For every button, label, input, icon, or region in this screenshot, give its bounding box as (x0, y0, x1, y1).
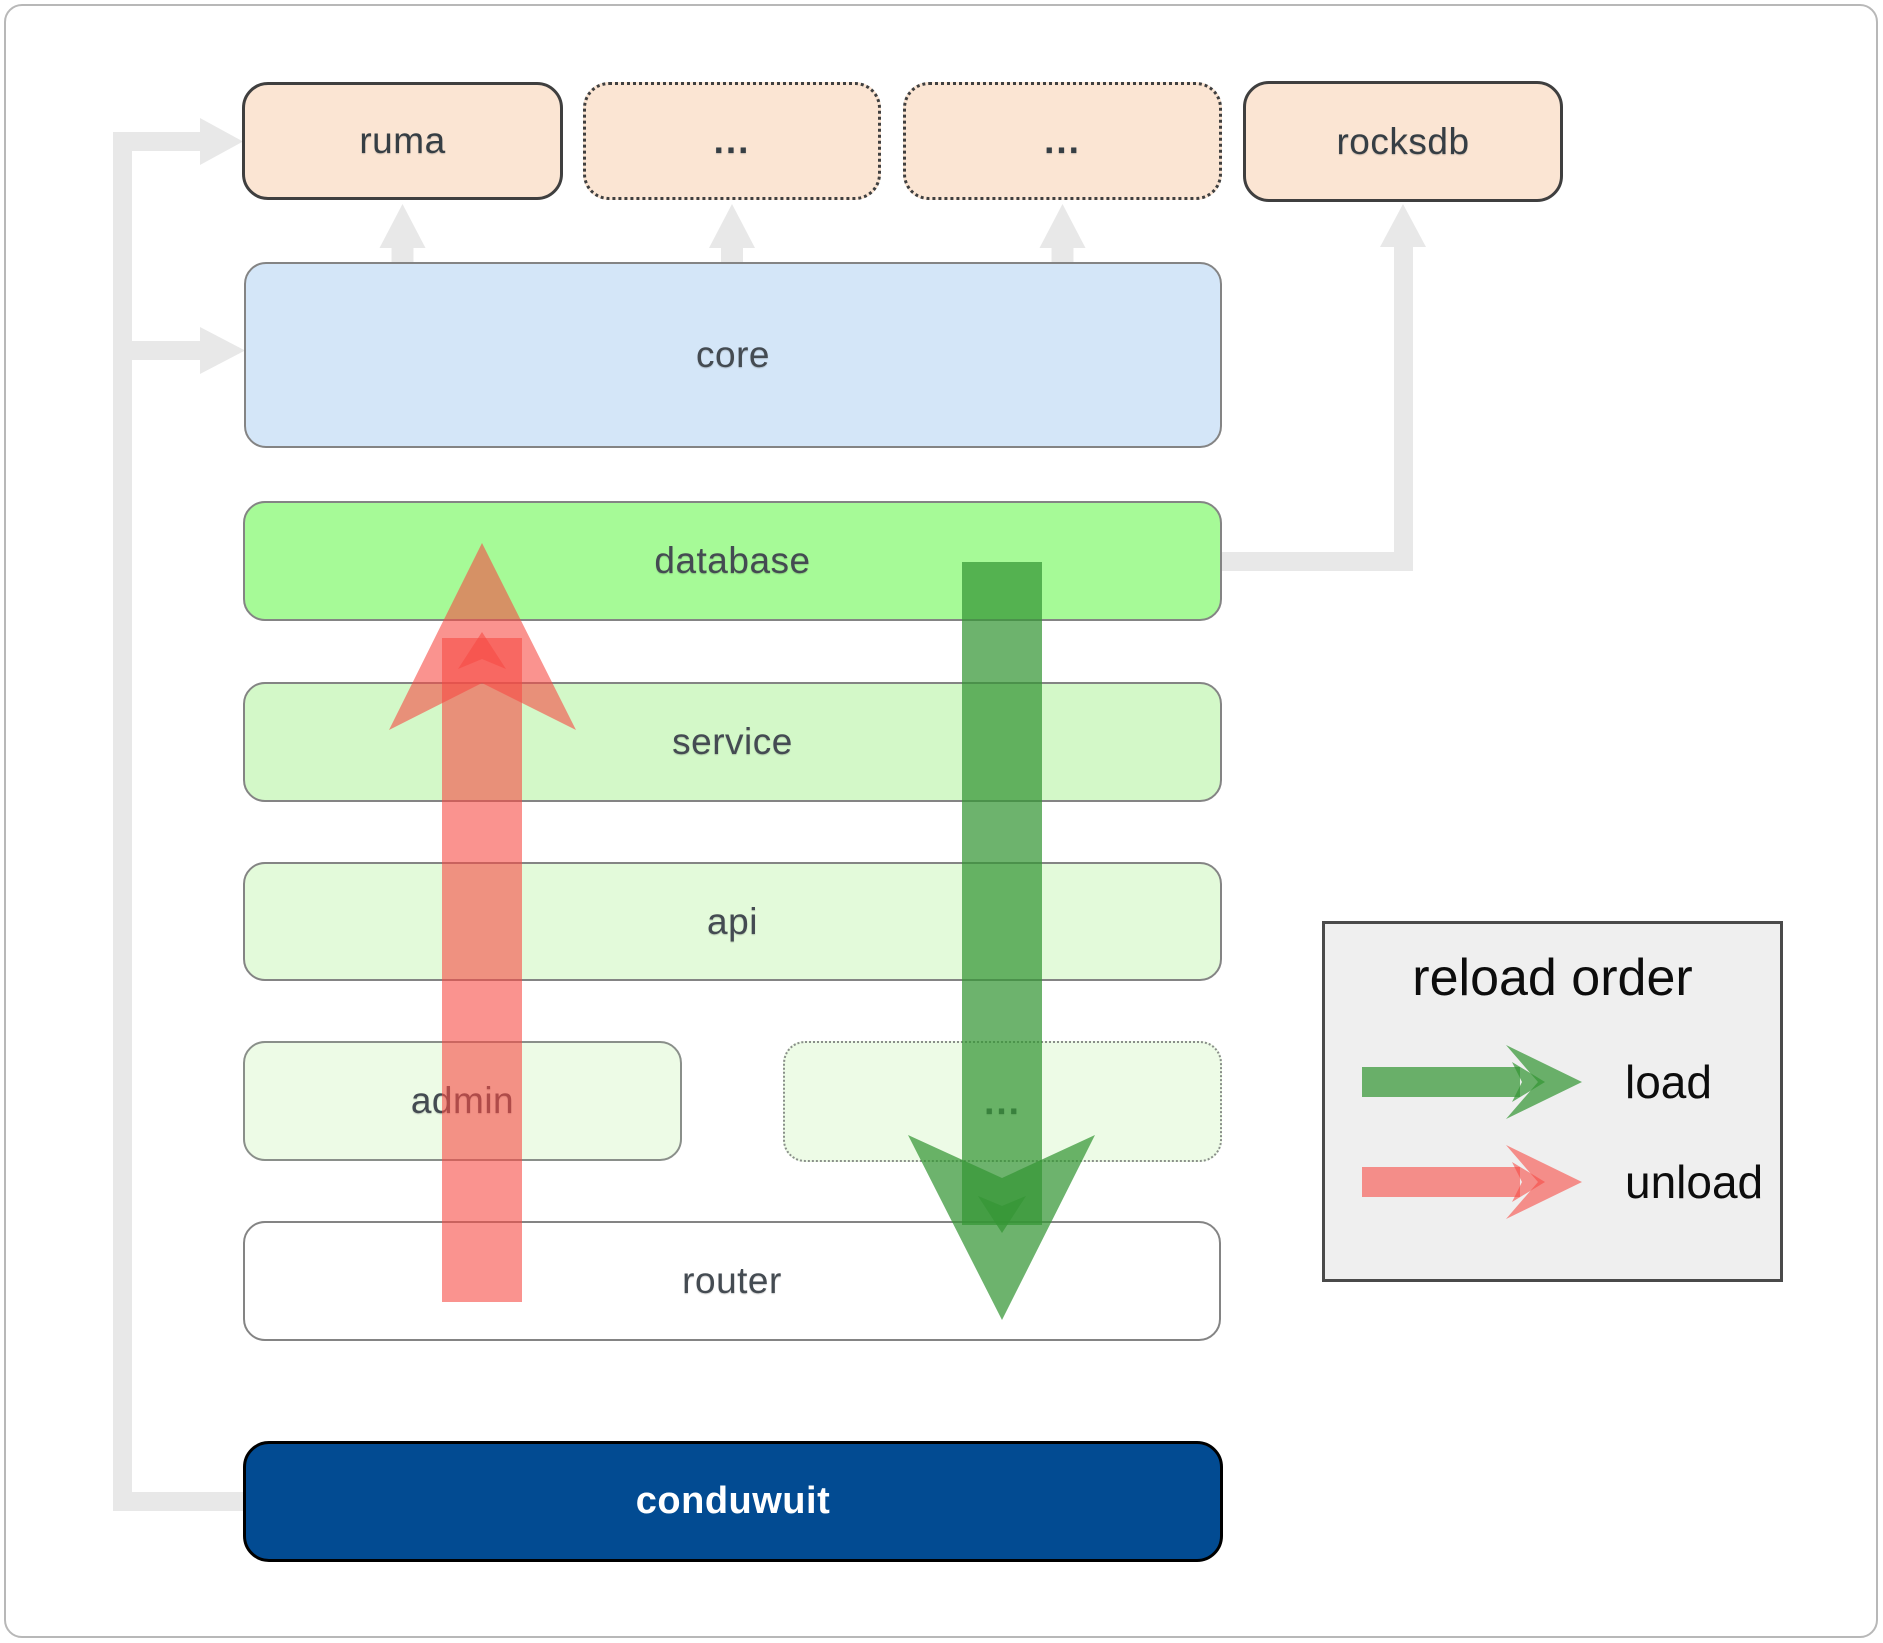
node-ellipsis-2-label: ... (1044, 120, 1081, 161)
node-core-label: core (696, 334, 770, 375)
node-database-label: database (654, 540, 811, 581)
node-rocksdb: rocksdb (1243, 81, 1563, 202)
node-router: router (243, 1221, 1221, 1341)
node-ellipsis-3: ... (783, 1041, 1222, 1162)
diagram-border (4, 4, 1878, 1638)
node-ruma: ruma (242, 82, 563, 200)
node-ellipsis-1: ... (583, 82, 881, 200)
node-ruma-label: ruma (359, 120, 446, 161)
node-api-label: api (707, 900, 758, 942)
node-router-label: router (682, 1260, 782, 1301)
node-api: api (243, 862, 1222, 981)
node-service-label: service (672, 721, 793, 762)
node-ellipsis-2: ... (903, 82, 1222, 200)
node-ellipsis-3-label: ... (984, 1080, 1021, 1122)
node-conduwuit-label: conduwuit (635, 1480, 831, 1522)
node-service: service (243, 682, 1222, 802)
node-ellipsis-1-label: ... (713, 120, 751, 161)
legend-unload-label: unload (1625, 1156, 1764, 1208)
node-rocksdb-label: rocksdb (1336, 120, 1470, 162)
node-admin-label: admin (410, 1080, 515, 1121)
legend-load-label: load (1625, 1056, 1712, 1108)
legend-title: reload order (1412, 949, 1693, 1007)
node-conduwuit: conduwuit (243, 1441, 1223, 1562)
node-core: core (244, 262, 1222, 448)
node-database: database (243, 501, 1222, 621)
node-admin: admin (243, 1041, 682, 1161)
